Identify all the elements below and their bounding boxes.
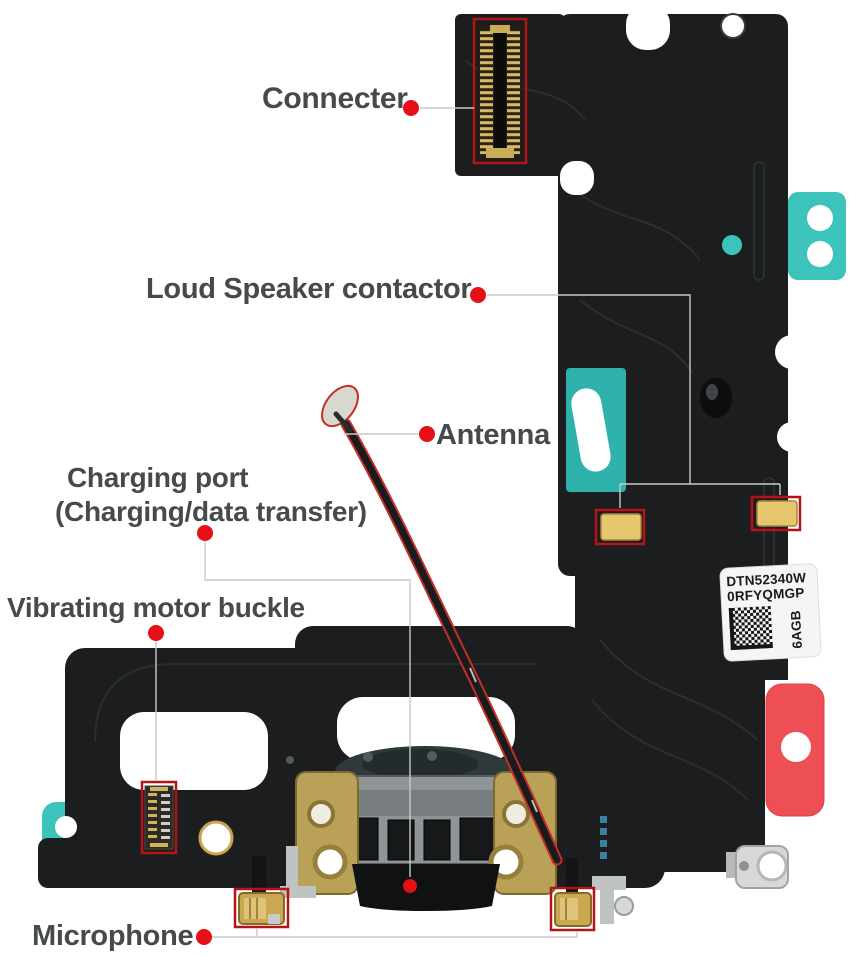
- microphone-right: [554, 858, 634, 927]
- teal-slot: [571, 388, 611, 472]
- data-matrix-code: [728, 605, 773, 651]
- dot-vibrating-motor: [148, 625, 164, 641]
- leader-loud-speaker: [487, 294, 781, 508]
- annotation-box-mic-right: [549, 886, 596, 932]
- label-charging-port-line1: Charging port: [67, 462, 249, 493]
- screw-hole: [720, 13, 746, 39]
- fpc-connector: [478, 24, 522, 160]
- dot-loud-speaker: [470, 287, 486, 303]
- label-antenna: Antenna: [436, 419, 550, 451]
- lightning-port: [352, 864, 500, 911]
- antenna-cable: [321, 384, 563, 866]
- sticker-line2: 0RFYQMGP: [727, 585, 805, 604]
- sticker-side-code: 6AGB: [788, 610, 805, 649]
- dot-connector: [403, 100, 419, 116]
- tab-hole: [55, 816, 77, 838]
- label-connector: Connecter: [262, 82, 408, 115]
- tab-hole: [807, 205, 833, 231]
- teal-tab-top-right: [788, 192, 846, 280]
- annotation-boxes: [140, 17, 802, 932]
- leader-lines: [155, 107, 781, 938]
- antenna-tip: [321, 384, 359, 428]
- annotation-box-vibrating-motor: [140, 780, 178, 855]
- solder-blob: [700, 378, 732, 418]
- vibrating-motor-connector: [144, 785, 174, 850]
- microphone-left: [238, 846, 316, 925]
- annotation-box-connector: [472, 17, 528, 165]
- dot-charging-port-start: [197, 525, 213, 541]
- teal-adhesive-pieces: [55, 192, 846, 838]
- board-cutouts: [120, 4, 809, 856]
- leader-charging-port: [204, 541, 411, 877]
- solder-highlight: [706, 384, 718, 400]
- loud-speaker-contact-pads: [600, 500, 798, 541]
- label-charging-port-line2: (Charging/data transfer): [55, 496, 367, 527]
- dot-charging-port-end: [403, 879, 417, 893]
- tab-hole: [807, 241, 833, 267]
- dot-microphone: [196, 929, 212, 945]
- pointer-dots: [148, 100, 486, 945]
- charging-port-assembly: [286, 746, 557, 911]
- annotation-box-pad-right: [750, 495, 802, 532]
- leader-microphone: [212, 929, 578, 938]
- gold-rim-hole: [198, 820, 234, 856]
- label-microphone: Microphone: [32, 920, 194, 952]
- label-charging-port: Charging port (Charging/data transfer): [55, 461, 367, 529]
- teal-dot: [722, 235, 742, 255]
- sticker-line1: DTN52340W: [726, 570, 807, 589]
- grounding-clip: [726, 845, 789, 889]
- label-vibrating-motor: Vibrating motor buckle: [7, 592, 305, 623]
- dot-antenna: [419, 426, 435, 442]
- red-pull-tab: [765, 683, 825, 817]
- serial-sticker: DTN52340W 0RFYQMGP 6AGB: [719, 563, 822, 662]
- annotation-box-pad-left: [594, 508, 646, 546]
- label-loud-speaker: Loud Speaker contactor: [146, 273, 472, 305]
- annotation-box-mic-left: [233, 887, 290, 929]
